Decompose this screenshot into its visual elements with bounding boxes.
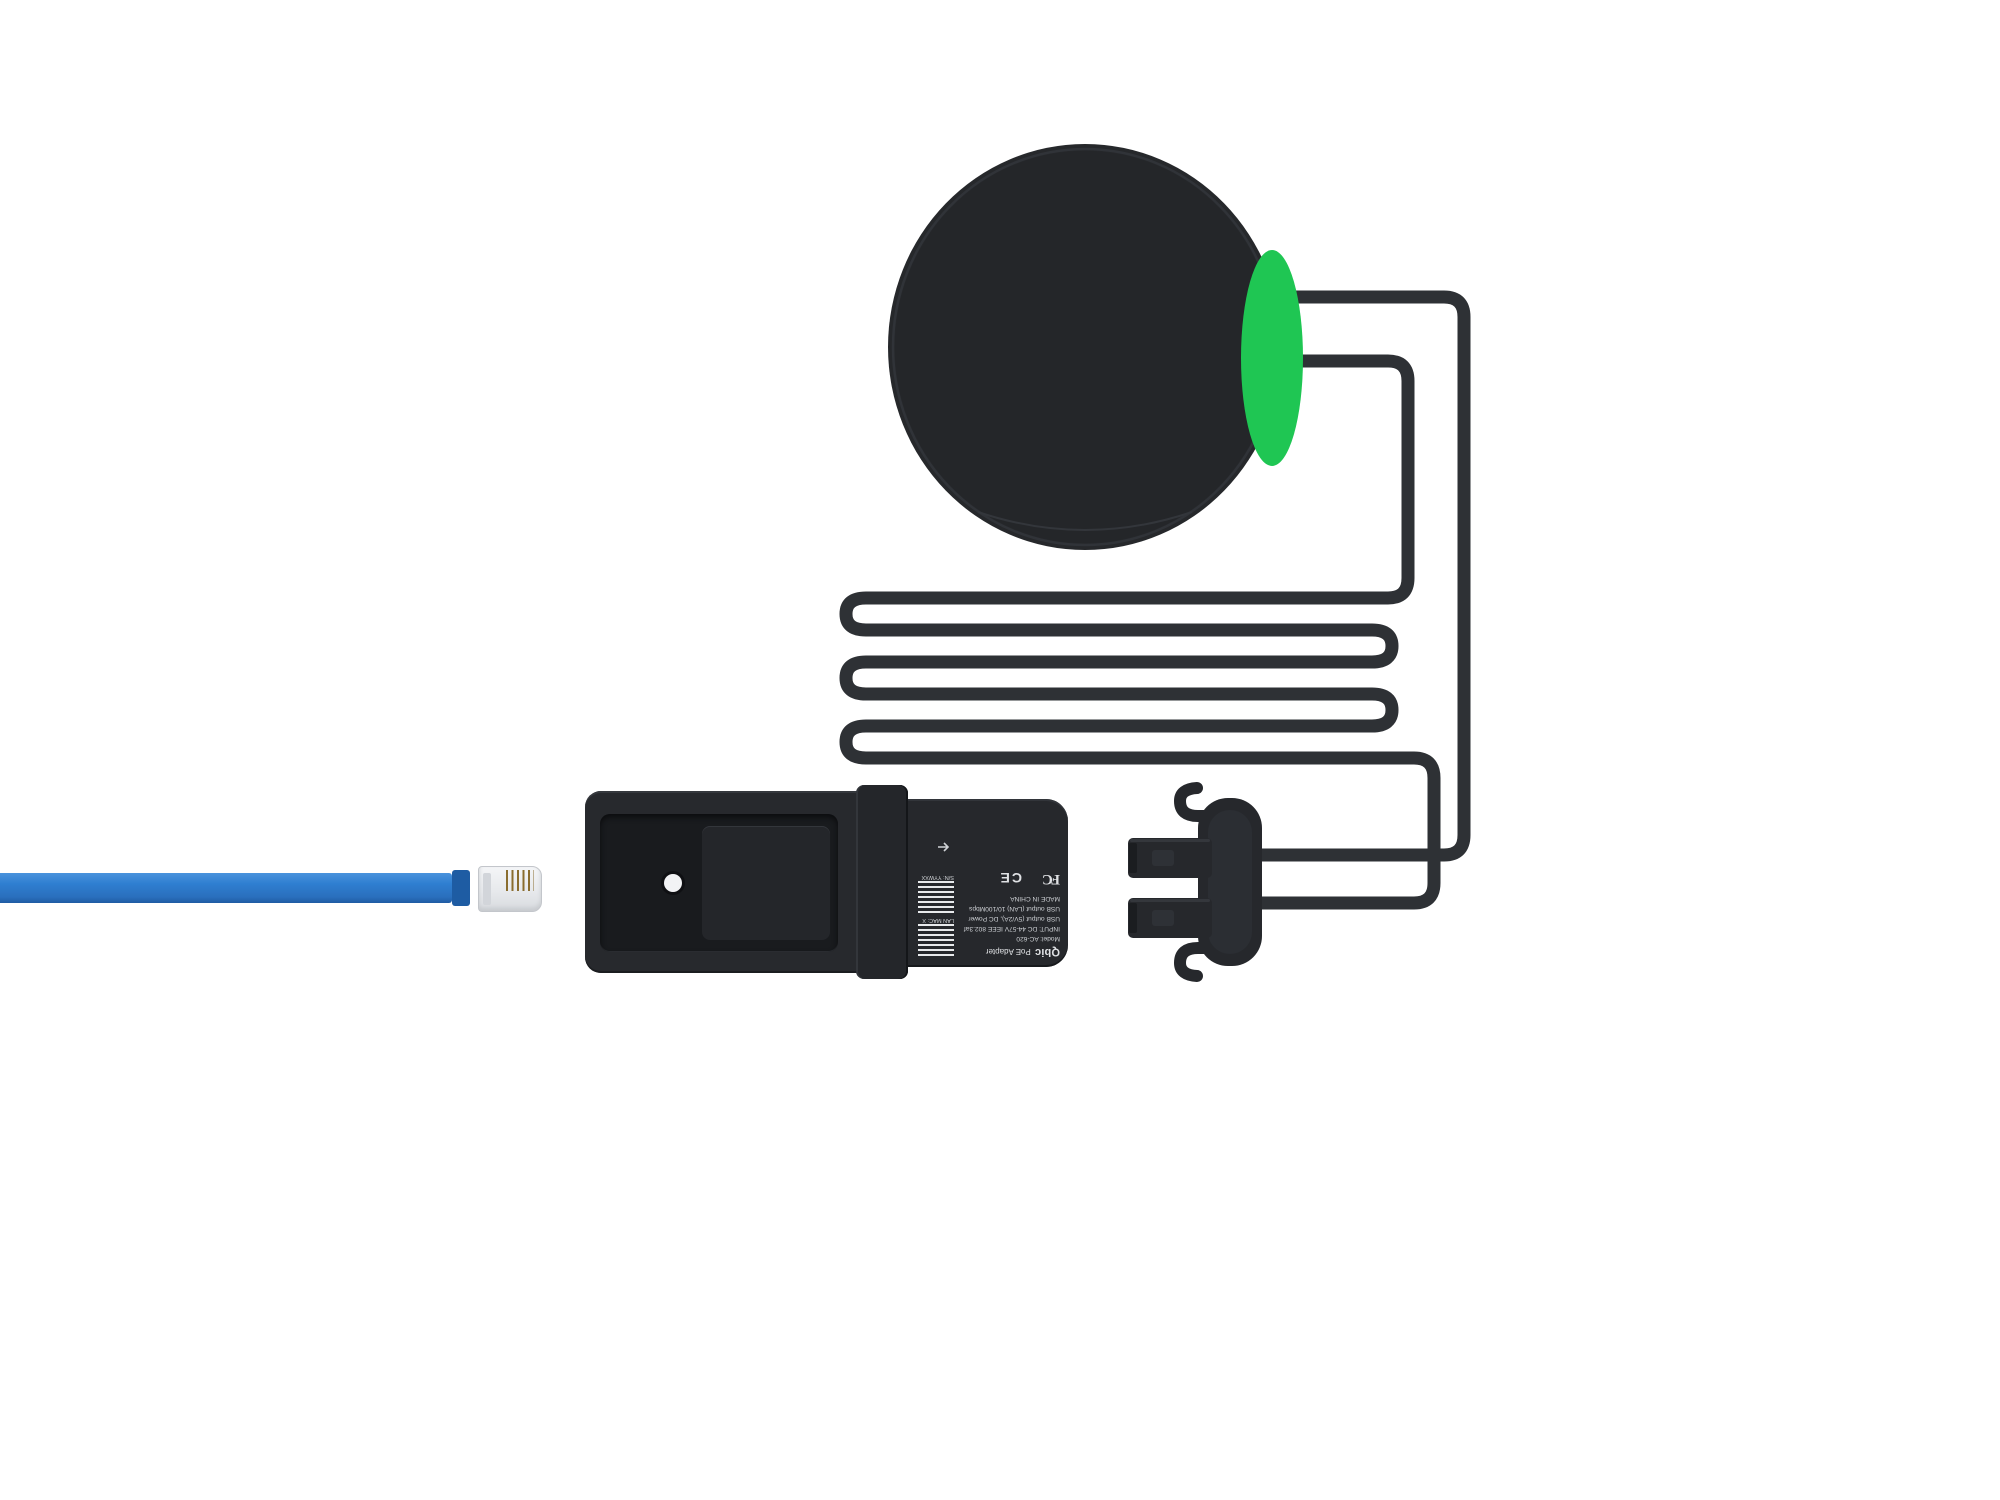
label-serial: S/N: YYWXX	[921, 874, 954, 880]
rj45-connector	[478, 866, 542, 912]
rj45-ridge	[483, 873, 491, 905]
label-model: Model: AC-620	[1016, 935, 1060, 942]
green-port	[1241, 250, 1303, 466]
label-lan-mac: LAN MAC: X	[922, 917, 954, 923]
clip-body-inner	[1208, 810, 1252, 954]
puck-device	[888, 144, 1303, 550]
usb-plug-top	[1128, 838, 1212, 878]
rj45-socket-block	[702, 826, 830, 940]
power-cable-outer	[1256, 290, 1471, 862]
product-name: PoE Adapter	[985, 947, 1031, 956]
ethernet-cable-boot	[452, 870, 470, 906]
power-cable-serpentine	[839, 354, 1441, 910]
label-usb-power: USB output (5V/2A), DC Power	[968, 915, 1060, 922]
barcode-serial	[918, 881, 954, 913]
brand-logo: Qbic	[1034, 946, 1060, 958]
poe-adapter-rj45-section	[585, 791, 907, 973]
label-made-in: MADE IN CHINA	[1010, 895, 1060, 902]
insert-direction-icon	[938, 842, 950, 852]
fcc-mark: FC	[1044, 871, 1060, 887]
usb-plug-bottom	[1128, 898, 1212, 938]
rj45-recess	[600, 814, 838, 952]
rj45-pins	[506, 870, 534, 891]
ethernet-cable	[0, 873, 452, 903]
poe-adapter-collar	[856, 785, 908, 979]
ce-mark: CE	[998, 870, 1022, 887]
cable-clip-connector	[1128, 782, 1262, 982]
adapter-label: Qbic PoE Adapter Model: AC-620 INPUT: DC…	[912, 808, 1060, 958]
usb-emboss-bottom	[1152, 910, 1174, 926]
usb-emboss-top	[1152, 850, 1174, 866]
clip-hook-top	[1173, 782, 1238, 822]
usb-plug-top-face	[1129, 843, 1137, 873]
usb-plug-bottom-face	[1129, 903, 1137, 933]
mount-hole	[664, 874, 682, 892]
poe-adapter-label-section: Qbic PoE Adapter Model: AC-620 INPUT: DC…	[902, 799, 1068, 967]
label-input: INPUT: DC 44-57V IEEE 802.3af	[963, 925, 1060, 932]
clip-hook-bottom	[1173, 942, 1238, 982]
label-usb-lan: USB output (LAN) 10/100Mbps	[969, 905, 1060, 912]
puck-base-seam	[977, 511, 1193, 531]
barcode-mac	[918, 924, 954, 956]
